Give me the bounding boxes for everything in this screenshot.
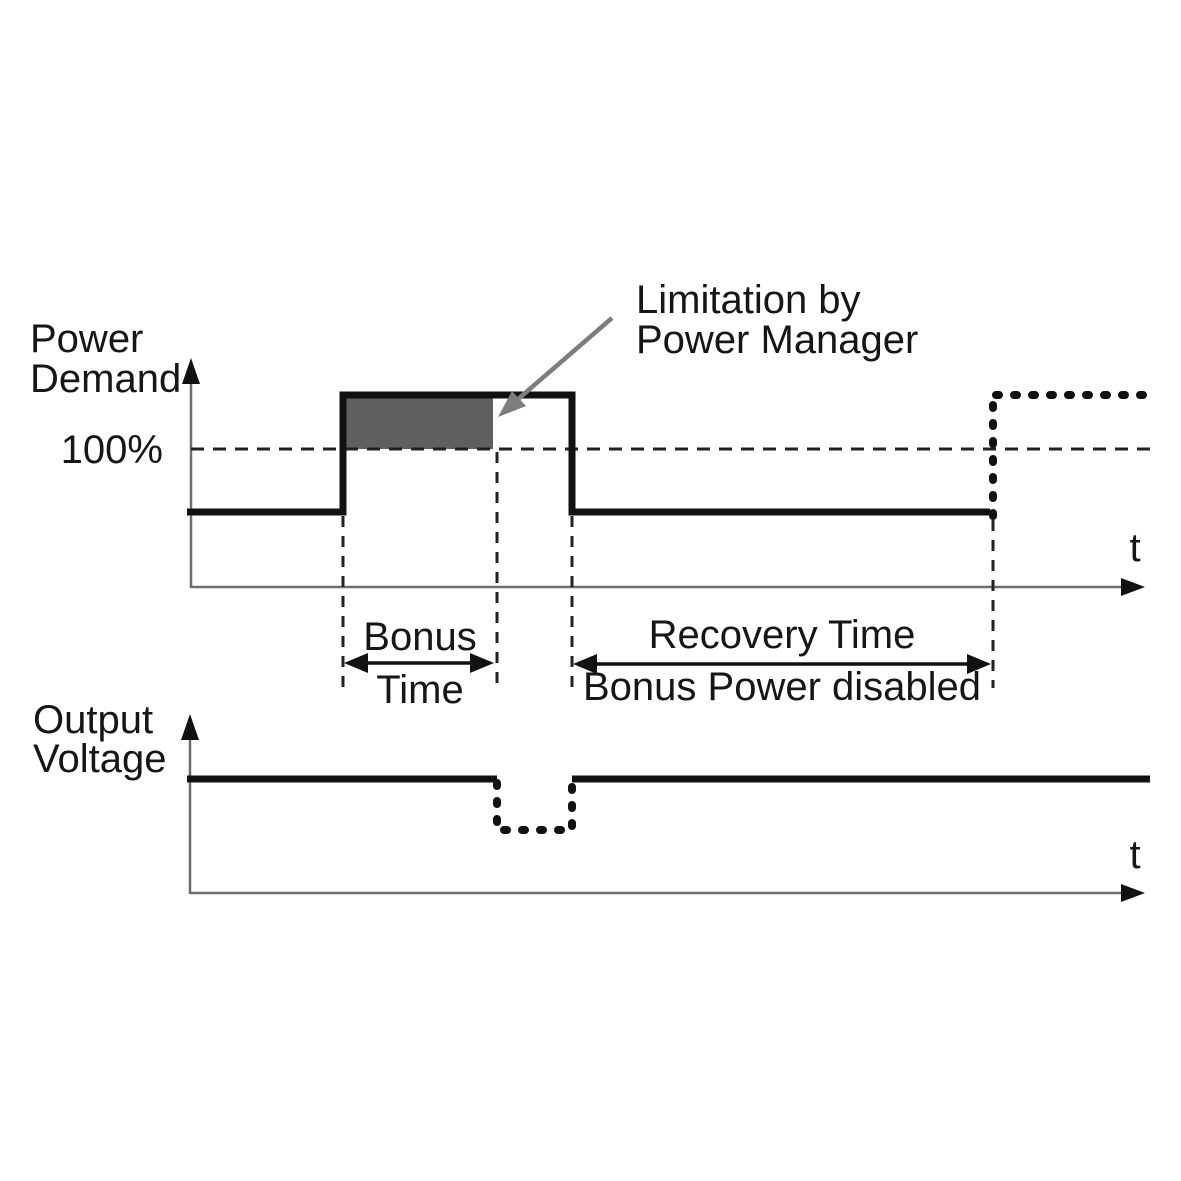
power-demand-x-axis-arrowhead <box>1121 578 1145 596</box>
output-voltage-axis-label-line2: Voltage <box>33 737 166 781</box>
bonus-time-label-line2: Time <box>376 668 463 712</box>
output-voltage-chart: Output Voltage t <box>33 698 1150 902</box>
output-voltage-axis-label-line1: Output <box>33 698 153 742</box>
output-voltage-x-axis-arrowhead <box>1121 884 1145 902</box>
power-demand-waveform <box>187 391 990 516</box>
recovery-time-arrowhead-left <box>573 654 597 674</box>
output-voltage-y-axis-arrowhead <box>181 714 199 740</box>
bonus-power-disabled-label: Bonus Power disabled <box>583 665 981 709</box>
power-demand-time-label: t <box>1129 526 1140 570</box>
bonus-time-arrowhead-left <box>344 653 368 673</box>
limitation-annotation-line2: Power Manager <box>636 318 918 362</box>
bonus-time-arrowhead-right <box>470 653 494 673</box>
power-demand-axis-label-line2: Demand <box>30 357 181 401</box>
hundred-percent-label: 100% <box>61 428 163 472</box>
output-voltage-sag-dotted <box>493 779 576 834</box>
power-demand-chart: Power Demand 100% t Limitation by Power … <box>30 278 1154 692</box>
limitation-shaded-region <box>346 398 493 449</box>
limitation-annotation-arrow-line <box>515 316 614 402</box>
limitation-annotation-arrowhead <box>498 391 526 417</box>
bonus-time-label-line1: Bonus <box>363 615 476 659</box>
output-voltage-time-label: t <box>1129 833 1140 877</box>
recovery-time-arrowhead-right <box>967 654 991 674</box>
limitation-annotation-line1: Limitation by <box>636 278 861 322</box>
recovery-time-label: Recovery Time <box>649 613 916 657</box>
power-demand-y-axis-arrowhead <box>182 358 200 384</box>
power-demand-axis-label-line1: Power <box>30 317 143 361</box>
interval-markers: Bonus Time Recovery Time Bonus Power dis… <box>344 613 991 712</box>
